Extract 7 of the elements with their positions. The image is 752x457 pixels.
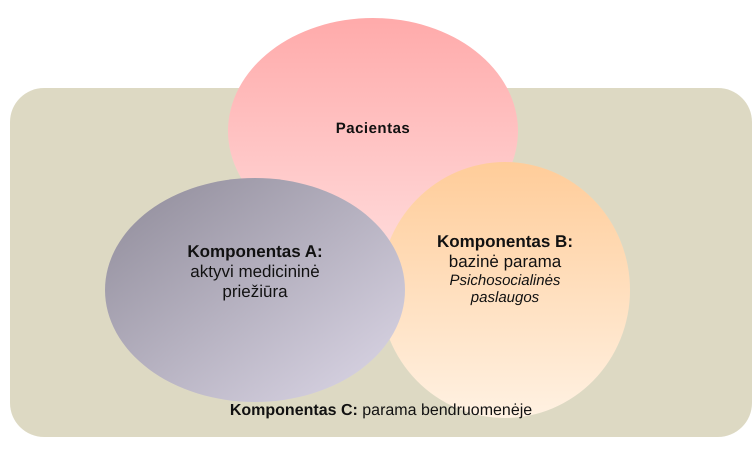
body-text: aktyvi medicininė priežiūra	[189, 262, 321, 302]
heading-label: Komponentas A:	[186, 242, 324, 262]
body-text: bazinė parama	[448, 252, 562, 272]
heading-label: Komponentas B:	[436, 232, 574, 252]
heading-label: Pacientas	[334, 120, 412, 137]
heading-label: Komponentas C: parama bendruomenėje	[228, 402, 534, 420]
body-text: Psichosocialinės paslaugos	[448, 272, 562, 306]
